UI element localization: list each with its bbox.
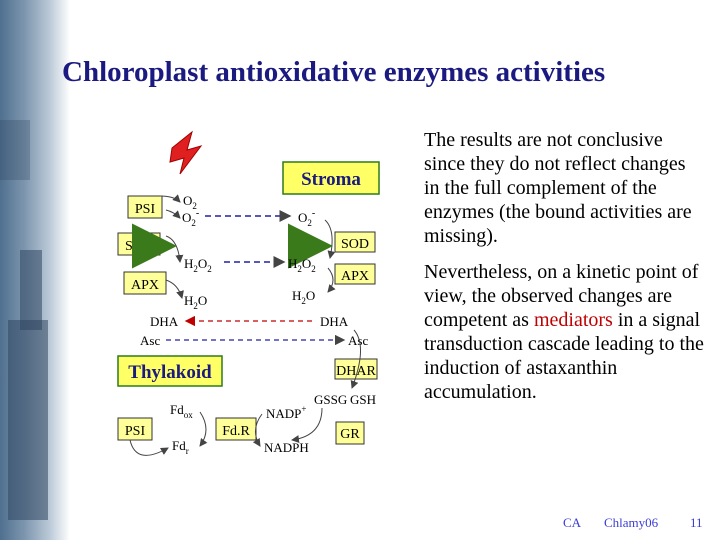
gsh-label: GSH bbox=[350, 392, 376, 407]
gr-label: GR bbox=[340, 427, 360, 442]
curve-apx-right bbox=[327, 267, 336, 293]
nadp-label: NADP+ bbox=[266, 404, 306, 421]
explanation-text: The results are not conclusive since the… bbox=[424, 128, 706, 416]
curve-sod-right bbox=[324, 219, 336, 259]
h2o-right-label: H2O bbox=[292, 288, 315, 306]
psi-top-label: PSI bbox=[135, 202, 156, 217]
dhar-label: DHAR bbox=[336, 364, 376, 379]
fd-r-label: Fdr bbox=[172, 438, 189, 456]
footer-author: CA bbox=[563, 515, 582, 530]
h2o2-left-label: H2O2 bbox=[184, 256, 212, 274]
superoxide-left-label: O2- bbox=[182, 208, 199, 228]
dha-right-label: DHA bbox=[320, 314, 349, 329]
paragraph-2: Nevertheless, on a kinetic point of view… bbox=[424, 261, 704, 403]
psi-bottom-box bbox=[117, 417, 153, 441]
curve-nadp-cycle bbox=[252, 413, 263, 447]
curve-o2-to-superoxide bbox=[165, 209, 181, 219]
asc-right-label: Asc bbox=[348, 333, 368, 348]
footer-page-number: 11 bbox=[690, 515, 703, 530]
dhar-box bbox=[334, 358, 378, 380]
stroma-label: Stroma bbox=[301, 169, 361, 190]
slide-title: Chloroplast antioxidative enzymes activi… bbox=[62, 56, 606, 88]
highlight-mediators: mediators bbox=[533, 309, 613, 331]
paragraph-1: The results are not conclusive since the… bbox=[424, 129, 692, 247]
fd-ox-label: Fdox bbox=[170, 402, 193, 420]
sod-right-box bbox=[334, 231, 376, 253]
psi-bottom-label: PSI bbox=[125, 424, 146, 439]
h2o2-right-label: H2O2 bbox=[288, 256, 316, 274]
apx-left-box bbox=[123, 271, 167, 295]
gssg-label: GSSG bbox=[314, 392, 347, 407]
curve-psi-bottom bbox=[129, 439, 169, 456]
thylakoid-label: Thylakoid bbox=[128, 362, 212, 383]
superoxide-right-label: O2- bbox=[298, 208, 315, 228]
curve-fd-cycle bbox=[199, 411, 208, 447]
curve-gr bbox=[291, 407, 323, 444]
dha-left-label: DHA bbox=[150, 314, 179, 329]
curve-psi-to-o2 bbox=[159, 194, 181, 203]
sod-left-label: SOD bbox=[125, 239, 153, 254]
nadph-label: NADPH bbox=[264, 440, 309, 455]
o2-label: O2 bbox=[183, 193, 197, 211]
curve-apx-left bbox=[165, 279, 184, 299]
gr-box bbox=[335, 421, 365, 445]
curve-sod-left bbox=[165, 235, 184, 263]
left-photo-strip bbox=[0, 0, 70, 540]
footer-event: Chlamy06 bbox=[604, 515, 659, 530]
apx-right-label: APX bbox=[341, 269, 369, 284]
psi-top-box bbox=[127, 195, 163, 219]
fdr-label: Fd.R bbox=[222, 424, 250, 439]
thylakoid-box bbox=[117, 355, 223, 387]
lightning-icon bbox=[169, 130, 203, 175]
apx-right-box bbox=[334, 263, 376, 285]
sod-right-label: SOD bbox=[341, 237, 369, 252]
h2o-left-label: H2O bbox=[184, 293, 207, 311]
curve-dhar bbox=[350, 329, 361, 389]
apx-left-label: APX bbox=[131, 278, 159, 293]
stroma-box bbox=[282, 161, 380, 195]
asc-left-label: Asc bbox=[140, 333, 160, 348]
